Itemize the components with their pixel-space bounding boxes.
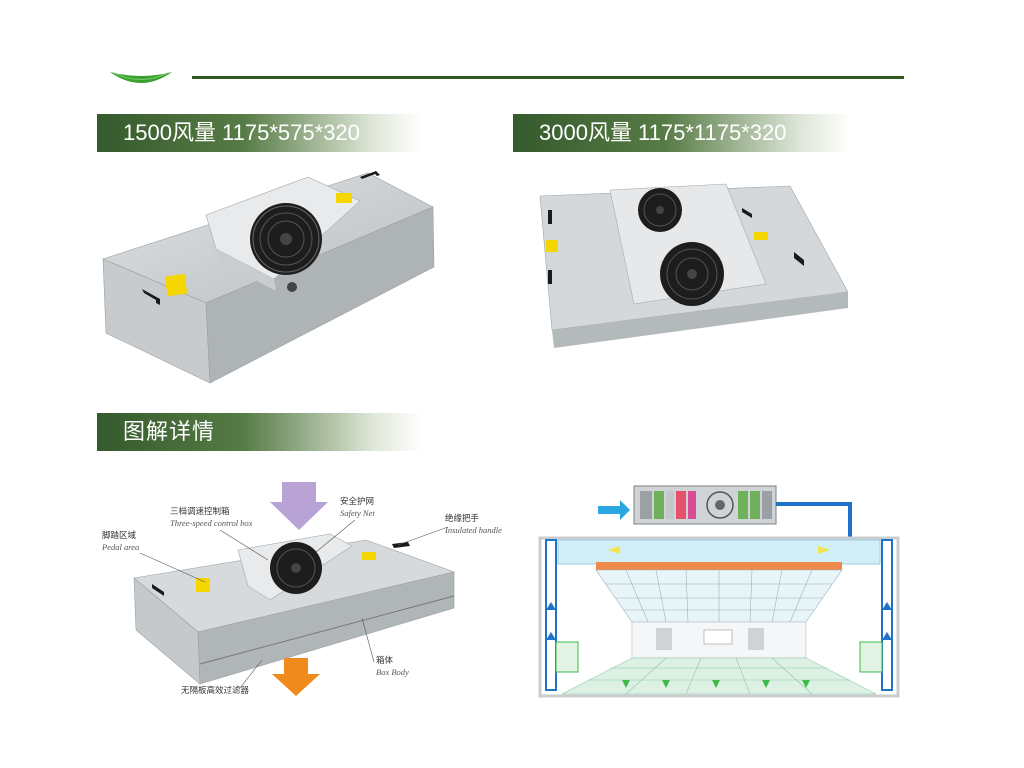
return-air-column-right	[859, 539, 893, 691]
callout-control-box: 三档调速控制箱 Three-speed control box	[170, 507, 252, 529]
handle-icon	[142, 289, 160, 305]
callout-control-box-en: Three-speed control box	[170, 518, 253, 528]
leaf-logo-icon	[110, 72, 172, 83]
fan-icon	[250, 203, 322, 275]
handle-icon	[742, 208, 752, 218]
handle-icon	[548, 210, 552, 224]
callout-pedal: 脚踏区域 Pedal area	[102, 531, 139, 553]
callout-control-box-zh: 三档调速控制箱	[170, 507, 230, 517]
callout-body-zh: 箱体	[376, 656, 394, 666]
product-1-image	[102, 171, 435, 384]
warning-label-icon	[546, 240, 558, 252]
callout-filter-zh: 无隔板高效过滤器	[181, 686, 250, 696]
air-handling-unit	[633, 485, 777, 525]
product-2-image	[539, 183, 849, 348]
callout-body-en: Box Body	[376, 667, 409, 677]
diagram-title-banner: 图解详情	[97, 413, 422, 451]
handle-icon	[392, 542, 410, 548]
callout-pedal-en: Pedal area	[102, 542, 140, 552]
callout-handle-zh: 绝缘把手	[445, 514, 480, 524]
airflow-arrow-icon	[270, 482, 328, 530]
callout-safety-net-zh: 安全护网	[340, 497, 375, 507]
warning-label-icon	[362, 552, 376, 560]
return-air-column-left	[545, 539, 579, 691]
callout-body: 箱体 Box Body	[376, 656, 409, 678]
callout-safety-net-en: Safety Net	[340, 508, 375, 518]
warning-label-icon	[164, 273, 188, 297]
callout-pedal-zh: 脚踏区域	[102, 531, 137, 541]
callout-safety-net: 安全护网 Safety Net	[340, 497, 375, 519]
handle-icon	[152, 584, 164, 596]
callout-handle: 绝缘把手 Insulated handle	[445, 514, 502, 536]
handle-icon	[794, 252, 804, 266]
airflow-arrow-icon	[598, 500, 630, 520]
product-1-title: 1500风量 1175*575*320	[123, 120, 360, 145]
fan-icon	[638, 188, 682, 232]
diagram-title: 图解详情	[123, 419, 216, 444]
product-2-title-banner: 3000风量 1175*1175*320	[513, 114, 851, 152]
warning-label-icon	[196, 578, 210, 592]
callout-filter: 无隔板高效过滤器	[181, 686, 249, 697]
cleanroom-airflow-diagram	[538, 485, 900, 698]
header-rule	[192, 76, 904, 79]
airflow-arrow-icon	[272, 658, 320, 696]
fan-icon	[270, 542, 322, 594]
handle-icon	[360, 171, 380, 179]
callout-handle-en: Insulated handle	[445, 525, 502, 535]
warning-label-icon	[754, 232, 768, 240]
product-2-title: 3000风量 1175*1175*320	[539, 120, 787, 145]
fan-icon	[660, 242, 724, 306]
handle-icon	[548, 270, 552, 284]
product-1-title-banner: 1500风量 1175*575*320	[97, 114, 422, 152]
warning-label-icon	[336, 193, 352, 203]
